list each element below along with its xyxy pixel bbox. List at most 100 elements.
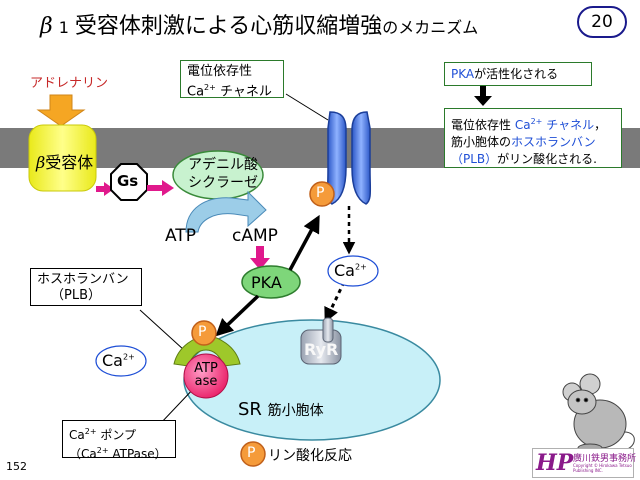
atp-label: ATP (165, 226, 196, 246)
adenylate-cyclase-label: アデニル酸シクラーゼ (188, 156, 258, 192)
pump-line2-sup: 2+ (96, 446, 109, 455)
desc-p5: ホスホランバン (511, 135, 596, 149)
pka-activated-rest: が活性化される (474, 67, 559, 81)
channel-line1: 電位依存性 (187, 64, 253, 79)
channel-callout-box: 電位依存性 Ca2+ チャネル (180, 60, 284, 100)
p-label-legend: P (247, 445, 256, 461)
pump-sup: 2+ (84, 427, 97, 436)
sr-jp-text: 筋小胞体 (267, 403, 324, 419)
pka (241, 265, 301, 299)
atp-to-camp-arrow (185, 190, 267, 233)
desc-p1: 電位依存性 (451, 118, 512, 132)
logo-letters: HP (536, 450, 574, 476)
logo-text: 廣川鉄男事務所 (573, 454, 637, 464)
page-number: 20 (591, 12, 613, 32)
desc-p6: （PLB） (451, 152, 498, 166)
plb-callout-line (139, 309, 185, 351)
pka-activated-pka: PKA (451, 67, 475, 81)
adenylate-line2: シクラーゼ (188, 175, 258, 191)
ca-to-ryr-dotted-line (324, 281, 346, 323)
logo-copyright-line1: Copyright © Hirokawa Tetsuo (573, 463, 632, 468)
ryr-label: RyR (304, 340, 339, 359)
pka-to-plb-arrow (215, 294, 260, 337)
pka-to-channel-arrow (288, 214, 320, 271)
sr-text: SR (238, 399, 262, 420)
pka-activated-box: PKAが活性化される (444, 62, 592, 86)
channel-line2: Ca2+ チャネル (187, 80, 277, 100)
ca-ion-right (327, 255, 379, 287)
page-number-badge: 20 (577, 6, 627, 38)
atpase-line2: ase (194, 374, 218, 389)
logo-copyright-line2: Publishing INC. (573, 468, 603, 473)
ryanodine-receptor-top (322, 317, 334, 343)
plb-callout-box: ホスホランバン （PLB） (30, 268, 142, 306)
pump-line2-rest: ATPase） (112, 447, 167, 461)
pump-name: ポンプ (100, 428, 136, 442)
desc-p3: ， (594, 118, 607, 132)
title-main: 受容体刺激による心筋収縮増強 (74, 14, 383, 39)
p-label-channel: P (316, 185, 325, 201)
ca-left-text: Ca (102, 351, 123, 370)
beta-receptor (28, 124, 97, 192)
phosphate-circle-channel (309, 181, 335, 207)
slide-number: 152 (6, 460, 27, 473)
plb-line2: （PLB） (51, 288, 102, 303)
pump-line1: Ca2+ ポンプ (69, 424, 169, 443)
ca-label-left: Ca2+ (102, 351, 135, 370)
ca-ion-left (95, 345, 147, 377)
sr-label: SR 筋小胞体 (238, 399, 324, 420)
pump-ca: Ca (69, 428, 85, 442)
desc-line1: 電位依存性 Ca2+ チャネル， (451, 113, 615, 134)
phosphate-circle-plb (191, 320, 217, 346)
phospho-legend-label: リン酸化反応 (268, 448, 352, 464)
pka-activated-arrow (474, 86, 492, 106)
channel-sup: 2+ (204, 83, 216, 92)
ca-label-right: Ca2+ (334, 261, 367, 280)
phosphate-circle-legend (240, 441, 266, 467)
ca-left-sup: 2+ (122, 352, 135, 362)
desc-ca: Ca2+ (514, 117, 543, 132)
pka-label: PKA (251, 273, 282, 292)
adrenaline-arrow (36, 94, 86, 127)
title-suffix: のメカニズム (382, 18, 479, 37)
desc-p4: 筋小胞体の (451, 135, 512, 149)
gs-protein (110, 163, 148, 201)
desc-p2: チャネル (546, 118, 595, 132)
ca-channel-right (351, 111, 372, 205)
beta-receptor-beta: β (36, 153, 46, 172)
ca-right-text: Ca (334, 261, 355, 280)
atpase-line1: ATP (194, 361, 218, 376)
gs-label: Gs (117, 172, 139, 190)
channel-name: チャネル (219, 84, 272, 100)
pump-callout-line (159, 385, 197, 425)
beta-receptor-text: 受容体 (45, 153, 94, 172)
mouse-illustration (562, 373, 635, 453)
channel-callout-line (285, 93, 329, 121)
beta-receptor-label: β受容体 (36, 149, 93, 173)
desc-line2: 筋小胞体のホスホランバン (451, 134, 615, 151)
pump-line2-open: （Ca (69, 447, 97, 461)
gs-to-adenylate-arrow (147, 180, 174, 196)
receptor-to-gs-arrow (96, 182, 114, 196)
channel-ca: Ca (187, 84, 205, 100)
desc-line3: （PLB）がリン酸化される. (451, 151, 615, 168)
title-beta: β (40, 14, 53, 39)
adrenaline-label: アドレナリン (30, 76, 109, 91)
plb-line1: ホスホランバン (37, 272, 129, 287)
camp-to-pka-arrow (250, 246, 270, 270)
desc-sup: 2+ (530, 117, 543, 126)
pump-callout-box: Ca2+ ポンプ （Ca2+ ATPase） (62, 420, 176, 461)
p-label-plb: P (198, 324, 207, 340)
atpase-pump (183, 353, 229, 399)
desc-p7: がリン酸化される. (497, 152, 597, 166)
adenylate-line1: アデニル酸 (188, 157, 258, 173)
ca-right-sup: 2+ (354, 262, 367, 272)
camp-label: cAMP (232, 226, 278, 246)
title-number: 1 (58, 18, 69, 37)
pump-line2: （Ca2+ ATPase） (69, 443, 169, 462)
desc-ca-text: Ca (514, 118, 531, 132)
